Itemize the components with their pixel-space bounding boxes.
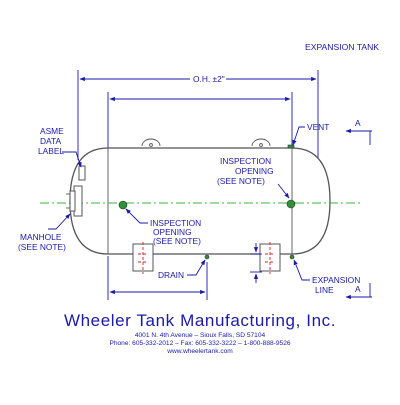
inner-dimension — [107, 92, 293, 150]
inspection-right-line1: INSPECTION — [220, 156, 271, 166]
vent-label: VENT — [307, 122, 329, 132]
saddle-left — [132, 242, 154, 274]
asme-label-line1: ASME — [40, 126, 64, 136]
expansion-line-label1: EXPANSION — [312, 275, 360, 285]
company-web: www.wheelertank.com — [166, 348, 233, 355]
section-label-top: A — [355, 118, 361, 128]
expansion-line-fitting — [289, 254, 295, 260]
manhole-label-line2: (SEE NOTE) — [18, 242, 66, 252]
section-label-bottom: A — [355, 284, 361, 294]
company-address: 4001 N. 4th Avenue – Sioux Falls, SD 571… — [135, 332, 266, 339]
vent-fitting — [287, 144, 295, 149]
inspection-opening-right — [286, 199, 296, 209]
saddle-right — [259, 242, 281, 274]
manhole-leader — [48, 213, 71, 230]
vent-leader — [292, 126, 305, 146]
bottom-dimension — [107, 256, 208, 300]
inspection-right-line2: OPENING — [235, 166, 274, 176]
lifting-lug-left — [141, 138, 161, 147]
inspection-left-line3: (SEE NOTE) — [153, 236, 201, 246]
drain-fitting — [204, 254, 210, 260]
section-marker-top: A — [345, 118, 372, 145]
overall-dimension-label: O.H. ±2" — [193, 74, 225, 84]
inspection-left-line2: OPENING — [153, 227, 192, 237]
saddle-height-dimension — [250, 243, 262, 283]
asme-label-line2: DATA — [40, 136, 62, 146]
manhole — [66, 185, 83, 217]
company-name: Wheeler Tank Manufacturing, Inc. — [64, 311, 336, 330]
inspection-right-line3: (SEE NOTE) — [217, 176, 265, 186]
inspection-left-line1: INSPECTION — [150, 218, 201, 228]
asme-data-plate — [78, 165, 86, 181]
inspection-opening-left — [118, 200, 128, 210]
inspection-right-leader — [277, 183, 290, 199]
company-phone: Phone: 605-332-2012 – Fax: 605-332-3222 … — [109, 340, 290, 347]
asme-label-line3: LABEL — [38, 146, 64, 156]
asme-leader — [62, 151, 82, 168]
section-marker-bottom: A — [345, 283, 372, 300]
drawing-title: EXPANSION TANK — [305, 42, 379, 52]
expansion-line-leader — [293, 259, 310, 281]
expansion-line-label2: LINE — [315, 285, 334, 295]
lifting-lug-right — [251, 138, 271, 147]
overall-dimension: O.H. ±2" — [77, 70, 319, 160]
inspection-left-leader — [125, 208, 148, 224]
manhole-label-line1: MANHOLE — [20, 232, 62, 242]
drain-leader — [187, 259, 206, 276]
drain-label: DRAIN — [158, 270, 184, 280]
